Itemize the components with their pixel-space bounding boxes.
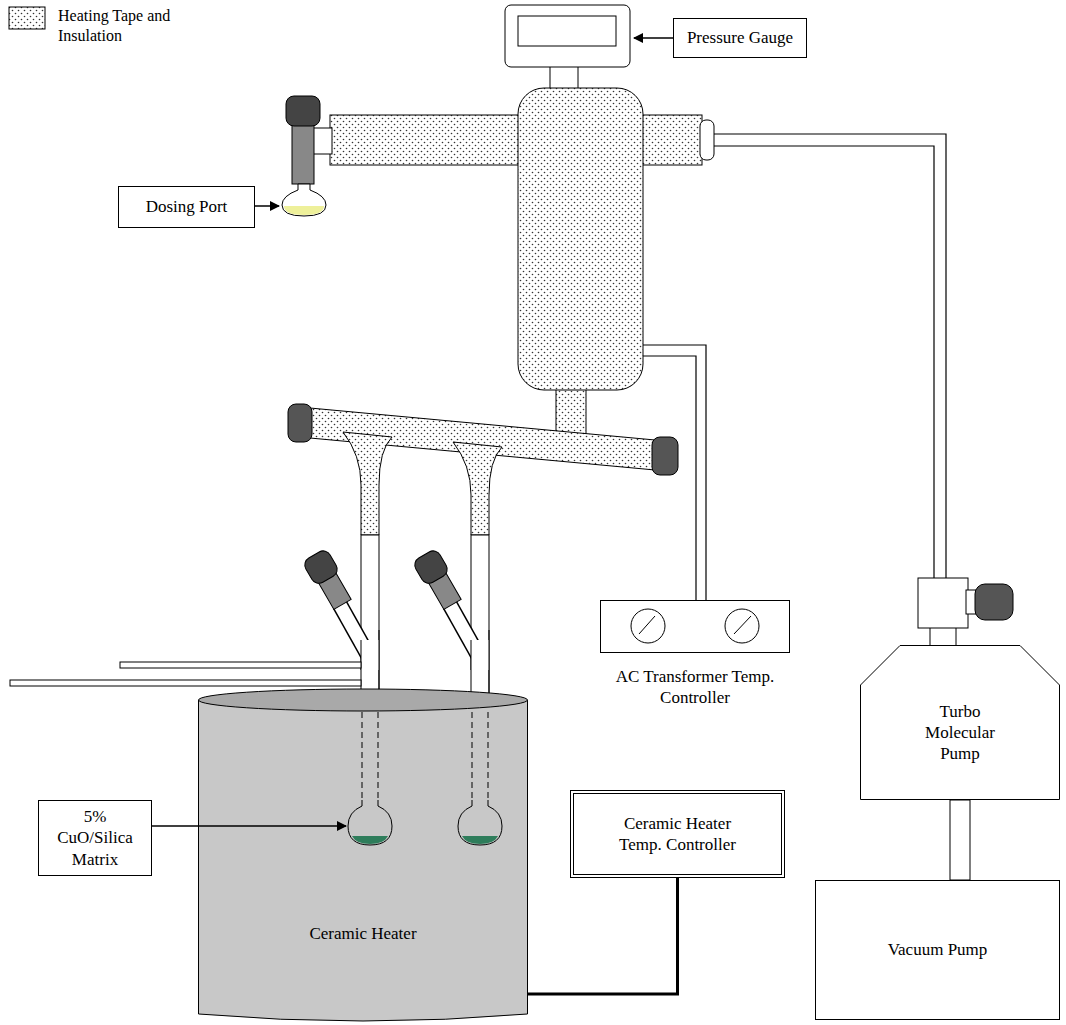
heater-wire: [643, 345, 706, 600]
node-label: Ceramic Heater Temp. Controller: [603, 813, 753, 856]
apparatus-node: AC Transformer Temp. Controller: [600, 600, 790, 708]
thermocouple: [10, 662, 361, 686]
apparatus-node: Ceramic Heater Temp. Controller: [570, 790, 785, 878]
legend-swatch: [8, 6, 46, 30]
node-label: Ceramic Heater: [309, 923, 416, 944]
pump-valve: [918, 578, 1013, 647]
legend-text: Heating Tape and Insulation: [58, 6, 173, 46]
node-label: 5% CuO/Silica Matrix: [47, 806, 143, 870]
apparatus-node: 5% CuO/Silica Matrix: [38, 800, 152, 876]
leader-arrow: [255, 205, 279, 207]
apparatus-node: Dosing Port: [118, 186, 255, 228]
manifold: [288, 88, 714, 535]
apparatus-node: Turbo Molecular Pump: [860, 645, 1060, 800]
dosing-port: [282, 96, 332, 216]
reactor-tube: [302, 535, 489, 700]
connector: [528, 878, 678, 994]
node-label: Turbo Molecular Pump: [905, 701, 1015, 765]
connector: [950, 800, 970, 880]
legend: Heating Tape and Insulation: [8, 6, 173, 46]
vacuum-line: [712, 134, 946, 580]
node-label: Pressure Gauge: [687, 27, 793, 48]
node-label: Vacuum Pump: [888, 939, 988, 960]
apparatus-node: Pressure Gauge: [673, 18, 807, 58]
leader-arrow: [634, 37, 673, 39]
apparatus-node: Ceramic Heater: [198, 688, 528, 1022]
apparatus-node: Vacuum Pump: [815, 880, 1060, 1020]
node-label: AC Transformer Temp. Controller: [610, 666, 780, 709]
node-label: Dosing Port: [146, 196, 228, 217]
pressure-gauge: [505, 5, 630, 92]
